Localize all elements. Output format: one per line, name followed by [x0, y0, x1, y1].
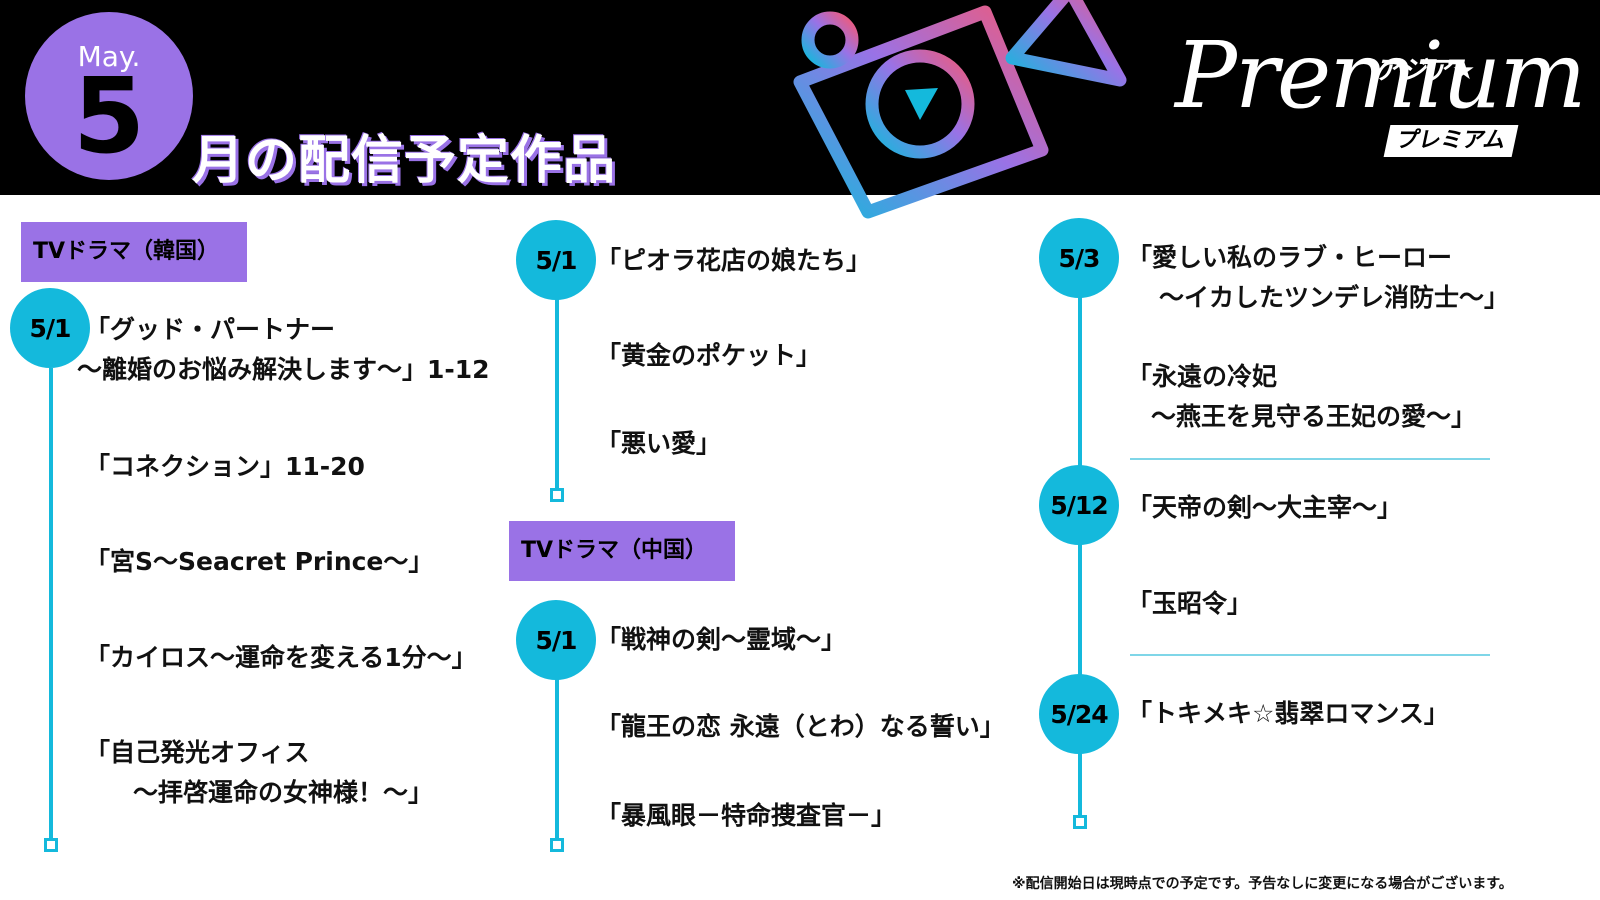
program-title: 「悪い愛」 — [596, 429, 722, 458]
program-title-line1: 「永遠の冷妃 — [1127, 362, 1278, 391]
program-title-line1: 「宮S〜Seacret Prince〜」 — [85, 547, 434, 576]
program-title: 「トキメキ☆翡翠ロマンス」 — [1127, 699, 1449, 728]
program-title: 「黄金のポケット」 — [596, 341, 822, 370]
program-title: 「ピオラ花店の娘たち」 — [596, 246, 872, 275]
program-title-line1: 「カイロス〜運命を変える1分〜」 — [85, 643, 477, 672]
timeline-line-col2-top — [555, 290, 559, 490]
program-title: 「自己発光オフィス 〜拝啓運命の女神様！〜」 — [85, 733, 433, 813]
program-title-line2: 〜燕王を見守る王妃の愛〜」 — [1151, 402, 1477, 431]
program-title-line1: 「愛しい私のラブ・ヒーロー — [1127, 243, 1453, 272]
separator-line — [1130, 458, 1490, 460]
header-banner: May. 5 月の配信予定作品 Premium アジア★ プレミアム — [0, 0, 1600, 219]
date-badge-col3-2: 5/12 — [1039, 465, 1119, 545]
month-number: 5 — [72, 55, 146, 177]
logo-script-text: Premium — [1175, 22, 1586, 129]
program-title: 「コネクション」11-20 — [85, 447, 365, 487]
month-circle: May. 5 — [25, 12, 193, 180]
program-title: 「戦神の剣〜霊域〜」 — [596, 625, 847, 654]
program-title: 「龍王の恋 永遠（とわ）なる誓い」 — [596, 712, 1005, 741]
program-title: 「宮S〜Seacret Prince〜」 — [85, 542, 433, 582]
program-title: 「暴風眼－特命捜査官－」 — [596, 801, 897, 830]
program-title-line2: 〜離婚のお悩み解決します〜」1-12 — [77, 355, 490, 384]
program-title: 「天帝の剣〜大主宰〜」 — [1127, 493, 1403, 522]
genre-label-korea: TVドラマ（韓国） — [21, 222, 247, 282]
date-badge-col2-korea: 5/1 — [516, 220, 596, 300]
program-title: 「カイロス〜運命を変える1分〜」 — [85, 638, 477, 678]
separator-line — [1130, 654, 1490, 656]
program-title-line1: 「コネクション」11-20 — [85, 452, 365, 481]
date-badge-col3-3: 5/24 — [1039, 674, 1119, 754]
timeline-end-col1 — [44, 838, 58, 852]
page-title: 月の配信予定作品 — [192, 131, 617, 191]
program-title: 「永遠の冷妃 〜燕王を見守る王妃の愛〜」 — [1127, 357, 1476, 437]
program-title: 「玉昭令」 — [1127, 589, 1253, 618]
date-badge-col1: 5/1 — [10, 288, 90, 368]
timeline-line-col3 — [1078, 290, 1082, 818]
program-title-line2: 〜拝啓運命の女神様！〜」 — [133, 778, 434, 807]
program-title-line2: 〜イカしたツンデレ消防士〜」 — [1159, 283, 1510, 312]
date-badge-col2-china: 5/1 — [516, 600, 596, 680]
logo-asia-text: アジア★ — [1375, 56, 1476, 86]
timeline-end-col2-bottom — [550, 838, 564, 852]
month-en-label: May. — [77, 40, 141, 73]
timeline-line-col1 — [49, 368, 53, 844]
logo-sub-text: プレミアム — [1383, 125, 1519, 157]
program-title: 「愛しい私のラブ・ヒーロー 〜イカしたツンデレ消防士〜」 — [1127, 238, 1509, 318]
timeline-line-col2-bottom — [555, 672, 559, 844]
date-badge-col3-1: 5/3 — [1039, 218, 1119, 298]
program-title-line1: 「自己発光オフィス — [85, 738, 310, 767]
timeline-end-col3 — [1073, 815, 1087, 829]
footnote: ※配信開始日は現時点での予定です。予告なしに変更になる場合がございます。 — [1012, 876, 1513, 892]
asia-premium-logo: Premium アジア★ プレミアム — [1175, 30, 1586, 180]
video-camera-icon — [793, 0, 1127, 219]
program-title-line1: 「グッド・パートナー — [85, 315, 336, 344]
program-title: 「グッド・パートナー 〜離婚のお悩み解決します〜」1-12 — [77, 310, 490, 390]
genre-label-china: TVドラマ（中国） — [509, 521, 735, 581]
timeline-end-col2-top — [550, 488, 564, 502]
